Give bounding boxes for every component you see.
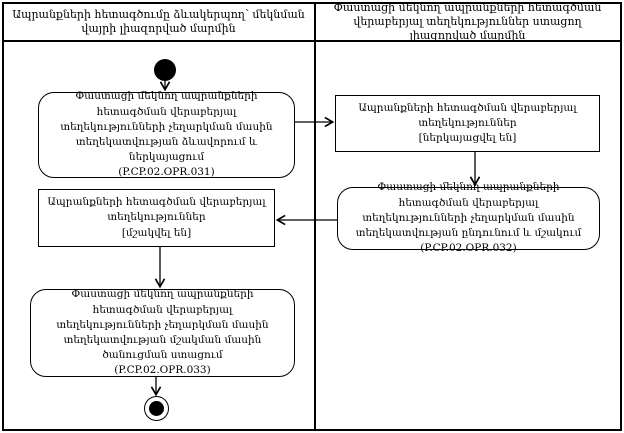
final-node-core (149, 401, 164, 416)
activity-opr032: Փաստացի մեկնող ապրանքների հետագծման վերա… (337, 181, 600, 254)
activity-opr033: Փաստացի մեկնող ապրանքների հետագծման վերա… (30, 288, 295, 377)
state-value: [մշակվել են] (121, 226, 192, 239)
state-label: Ապրանքների հետագծման վերաբերյալ տեղեկութ… (47, 196, 266, 224)
lane-title: Փաստացի մեկնող ապրանքների հետագծման վերա… (333, 1, 602, 42)
state-label: Ապրանքների հետագծման վերաբերյալ տեղեկութ… (358, 101, 577, 129)
activity-code: (P.CP.02.OPR.031) (118, 166, 215, 179)
state-info-processed: Ապրանքների հետագծման վերաբերյալ տեղեկութ… (38, 189, 275, 247)
activity-label: Փաստացի մեկնող ապրանքների հետագծման վերա… (60, 90, 273, 164)
state-info-submitted: Ապրանքների հետագծման վերաբերյալ տեղեկութ… (335, 95, 600, 152)
activity-code: (P.CP.02.OPR.032) (420, 242, 517, 255)
state-value: [ներկայացվել են] (418, 132, 517, 145)
activity-label: Փաստացի մեկնող ապրանքների հետագծման վերա… (56, 288, 269, 362)
lane-divider (314, 4, 316, 429)
lane-header-receiving-authority: Փաստացի մեկնող ապրանքների հետագծման վերա… (315, 1, 620, 42)
activity-opr031: Փաստացի մեկնող ապրանքների հետագծման վերա… (38, 90, 295, 179)
activity-label: Փաստացի մեկնող ապրանքների հետագծման վերա… (355, 181, 582, 240)
lane-title: Ապրանքների հետագծումը ձևակերպող՝ մեկնման… (12, 8, 305, 35)
activity-code: (P.CP.02.OPR.033) (114, 364, 211, 377)
lane-header-row: Ապրանքների հետագծումը ձևակերպող՝ մեկնման… (4, 1, 620, 42)
final-node (144, 396, 169, 421)
lane-header-departure-authority: Ապրանքների հետագծումը ձևակերպող՝ մեկնման… (4, 4, 313, 40)
initial-node (154, 59, 176, 81)
